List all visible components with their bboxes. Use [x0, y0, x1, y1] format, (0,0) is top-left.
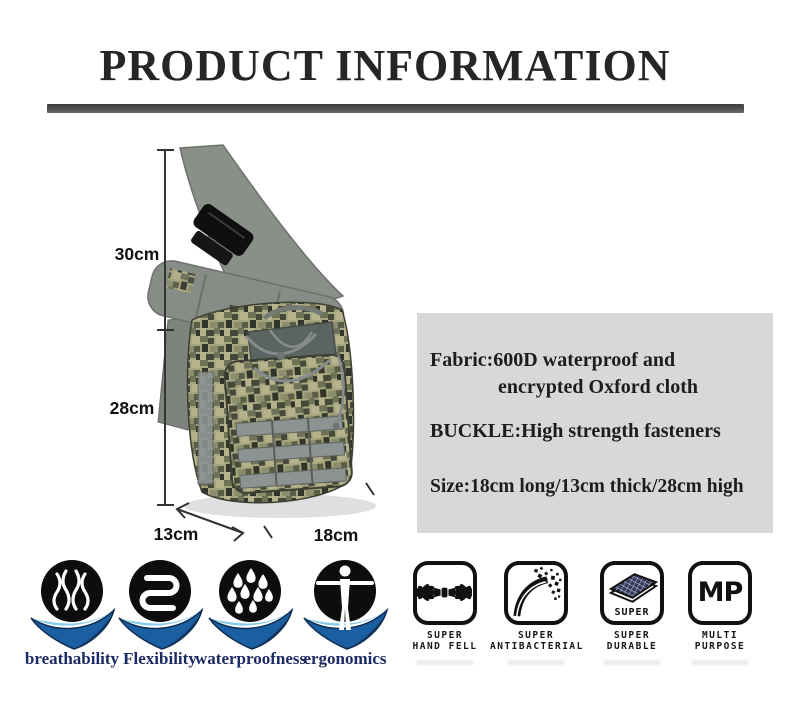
spring-coil-icon [118, 560, 204, 650]
water-droplets-icon [208, 560, 294, 650]
cord-toggle [332, 422, 340, 430]
badge-box [413, 561, 477, 625]
bag-illustration: 30cm 28cm 13cm 18cm [110, 144, 376, 545]
shoulder-strap [179, 144, 345, 327]
molle-strip [237, 441, 346, 463]
feature-ergonomics: ergonomics [290, 558, 400, 669]
steam-icon [30, 560, 116, 650]
feature-label: ergonomics [303, 649, 387, 668]
spec-fabric-line2: encrypted Oxford cloth [498, 376, 698, 398]
reflection [416, 660, 474, 665]
side-webbing [197, 371, 214, 485]
molle-strip [239, 467, 347, 489]
strap-buckle [191, 204, 254, 266]
reflection [603, 660, 661, 665]
front-pocket [223, 353, 353, 494]
badge-multi-purpose: MP MULTI PURPOSE [674, 561, 766, 665]
feature-flexibility: Flexibility [105, 558, 215, 669]
badge-box: MP [688, 561, 752, 625]
mesh-fabric-icon [608, 573, 659, 603]
badge-label: SUPER DURABLE [606, 630, 658, 652]
badge-super-durable: SUPER SUPER DURABLE [586, 561, 678, 665]
feature-label: Flexibility [123, 649, 197, 668]
badge-label: SUPER HAND FELL [412, 630, 478, 652]
dimension-bag-length: 18cm [314, 525, 359, 545]
badge-box: SUPER [600, 561, 664, 625]
spec-buckle: BUCKLE:High strength fasteners [430, 420, 721, 442]
badge-label: MULTI PURPOSE [694, 630, 746, 652]
badge-super-antibacterial: SUPER ANTIBACTERIAL [490, 561, 582, 665]
reflection [507, 660, 565, 665]
dimension-bag-thickness: 13cm [154, 524, 199, 544]
feature-breathability: breathability [17, 558, 127, 669]
molle-strip [235, 415, 344, 437]
badge-label: SUPER ANTIBACTERIAL [490, 630, 584, 652]
badge-inner-text: SUPER [614, 607, 650, 618]
cord-toggle [277, 352, 285, 360]
badge-super-hand-fell: SUPER HAND FELL [399, 561, 491, 665]
spec-box: Fabric:600D waterproof and encrypted Oxf… [417, 313, 773, 533]
human-figure-icon [303, 560, 389, 650]
divider-bar [47, 104, 744, 113]
spec-size: Size:18cm long/13cm thick/28cm high [430, 476, 744, 497]
dimension-strap-height: 30cm [115, 244, 160, 264]
badge-box [504, 561, 568, 625]
reflection [691, 660, 749, 665]
grab-handle [262, 305, 324, 321]
page-title: PRODUCT INFORMATION [99, 41, 671, 90]
spec-fabric-line1: Fabric:600D waterproof and [430, 349, 676, 371]
feature-waterproofness: waterproofness [195, 558, 307, 669]
feature-label: waterproofness [195, 649, 307, 668]
dimension-bag-height: 28cm [110, 398, 155, 418]
feature-label: breathability [24, 649, 120, 668]
antibacterial-spray-icon [513, 566, 562, 617]
dimension-lines [157, 149, 375, 542]
hands-icon [417, 584, 472, 601]
mp-monogram-icon: MP [697, 577, 744, 608]
